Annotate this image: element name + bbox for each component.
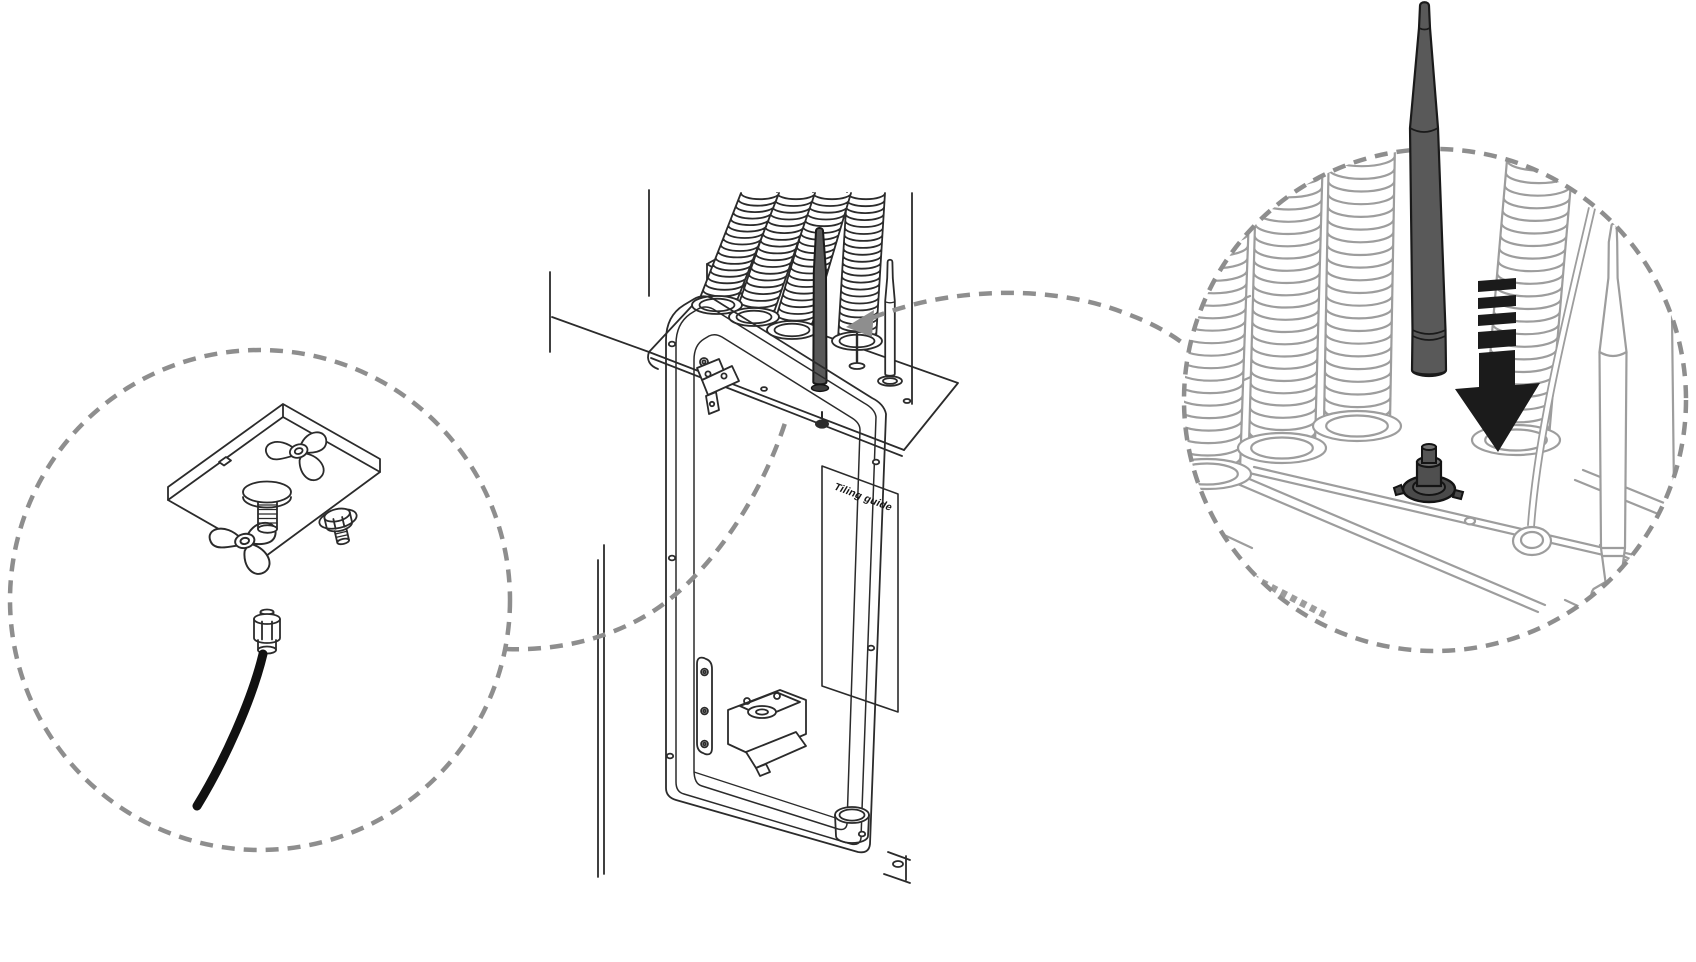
- plate-holes: [760, 386, 912, 404]
- coax-cable: [192, 649, 268, 811]
- bottom-right-fitting: [883, 851, 911, 884]
- leader-line-left: [505, 419, 789, 652]
- enclosure-frame: [665, 295, 887, 854]
- enclosure-top-plate: [551, 292, 959, 457]
- hinge-strip: [696, 656, 713, 756]
- leader-arrowhead: [846, 310, 874, 337]
- cable-pin: [848, 332, 866, 370]
- latch-bracket: [696, 357, 740, 415]
- tiling-guide-label: Tiling guide: [831, 481, 894, 513]
- bottom-bracket: [727, 689, 807, 777]
- stud-nut: [815, 411, 829, 429]
- conduit-tubes: [697, 192, 886, 347]
- antenna-mount-connector: [1392, 443, 1465, 504]
- leader-line-right: [871, 290, 1186, 346]
- whip-antenna-zoomed: [1590, 222, 1628, 607]
- antenna-zoomed: [1408, 1, 1448, 378]
- plate-hatch-marks: [1240, 568, 1327, 619]
- whip-antenna-thin: [877, 258, 903, 387]
- right-detail: [1181, 1, 1689, 654]
- cable-grommet: [1511, 525, 1553, 557]
- door-inset: Tiling guide: [821, 465, 899, 713]
- insert-down-arrow: [1455, 278, 1540, 452]
- bottom-port: [834, 806, 870, 844]
- hex-nut: [318, 507, 358, 546]
- sma-connector: [253, 608, 281, 655]
- threaded-stud: [242, 480, 292, 534]
- left-detail: [7, 347, 513, 853]
- right-detail-boundary: [1181, 146, 1689, 654]
- small-hole: [1463, 516, 1477, 526]
- wall-strip: [549, 189, 913, 881]
- left-detail-boundary: [7, 347, 513, 853]
- cable-white: [1511, 207, 1596, 557]
- antenna-small: [810, 227, 830, 393]
